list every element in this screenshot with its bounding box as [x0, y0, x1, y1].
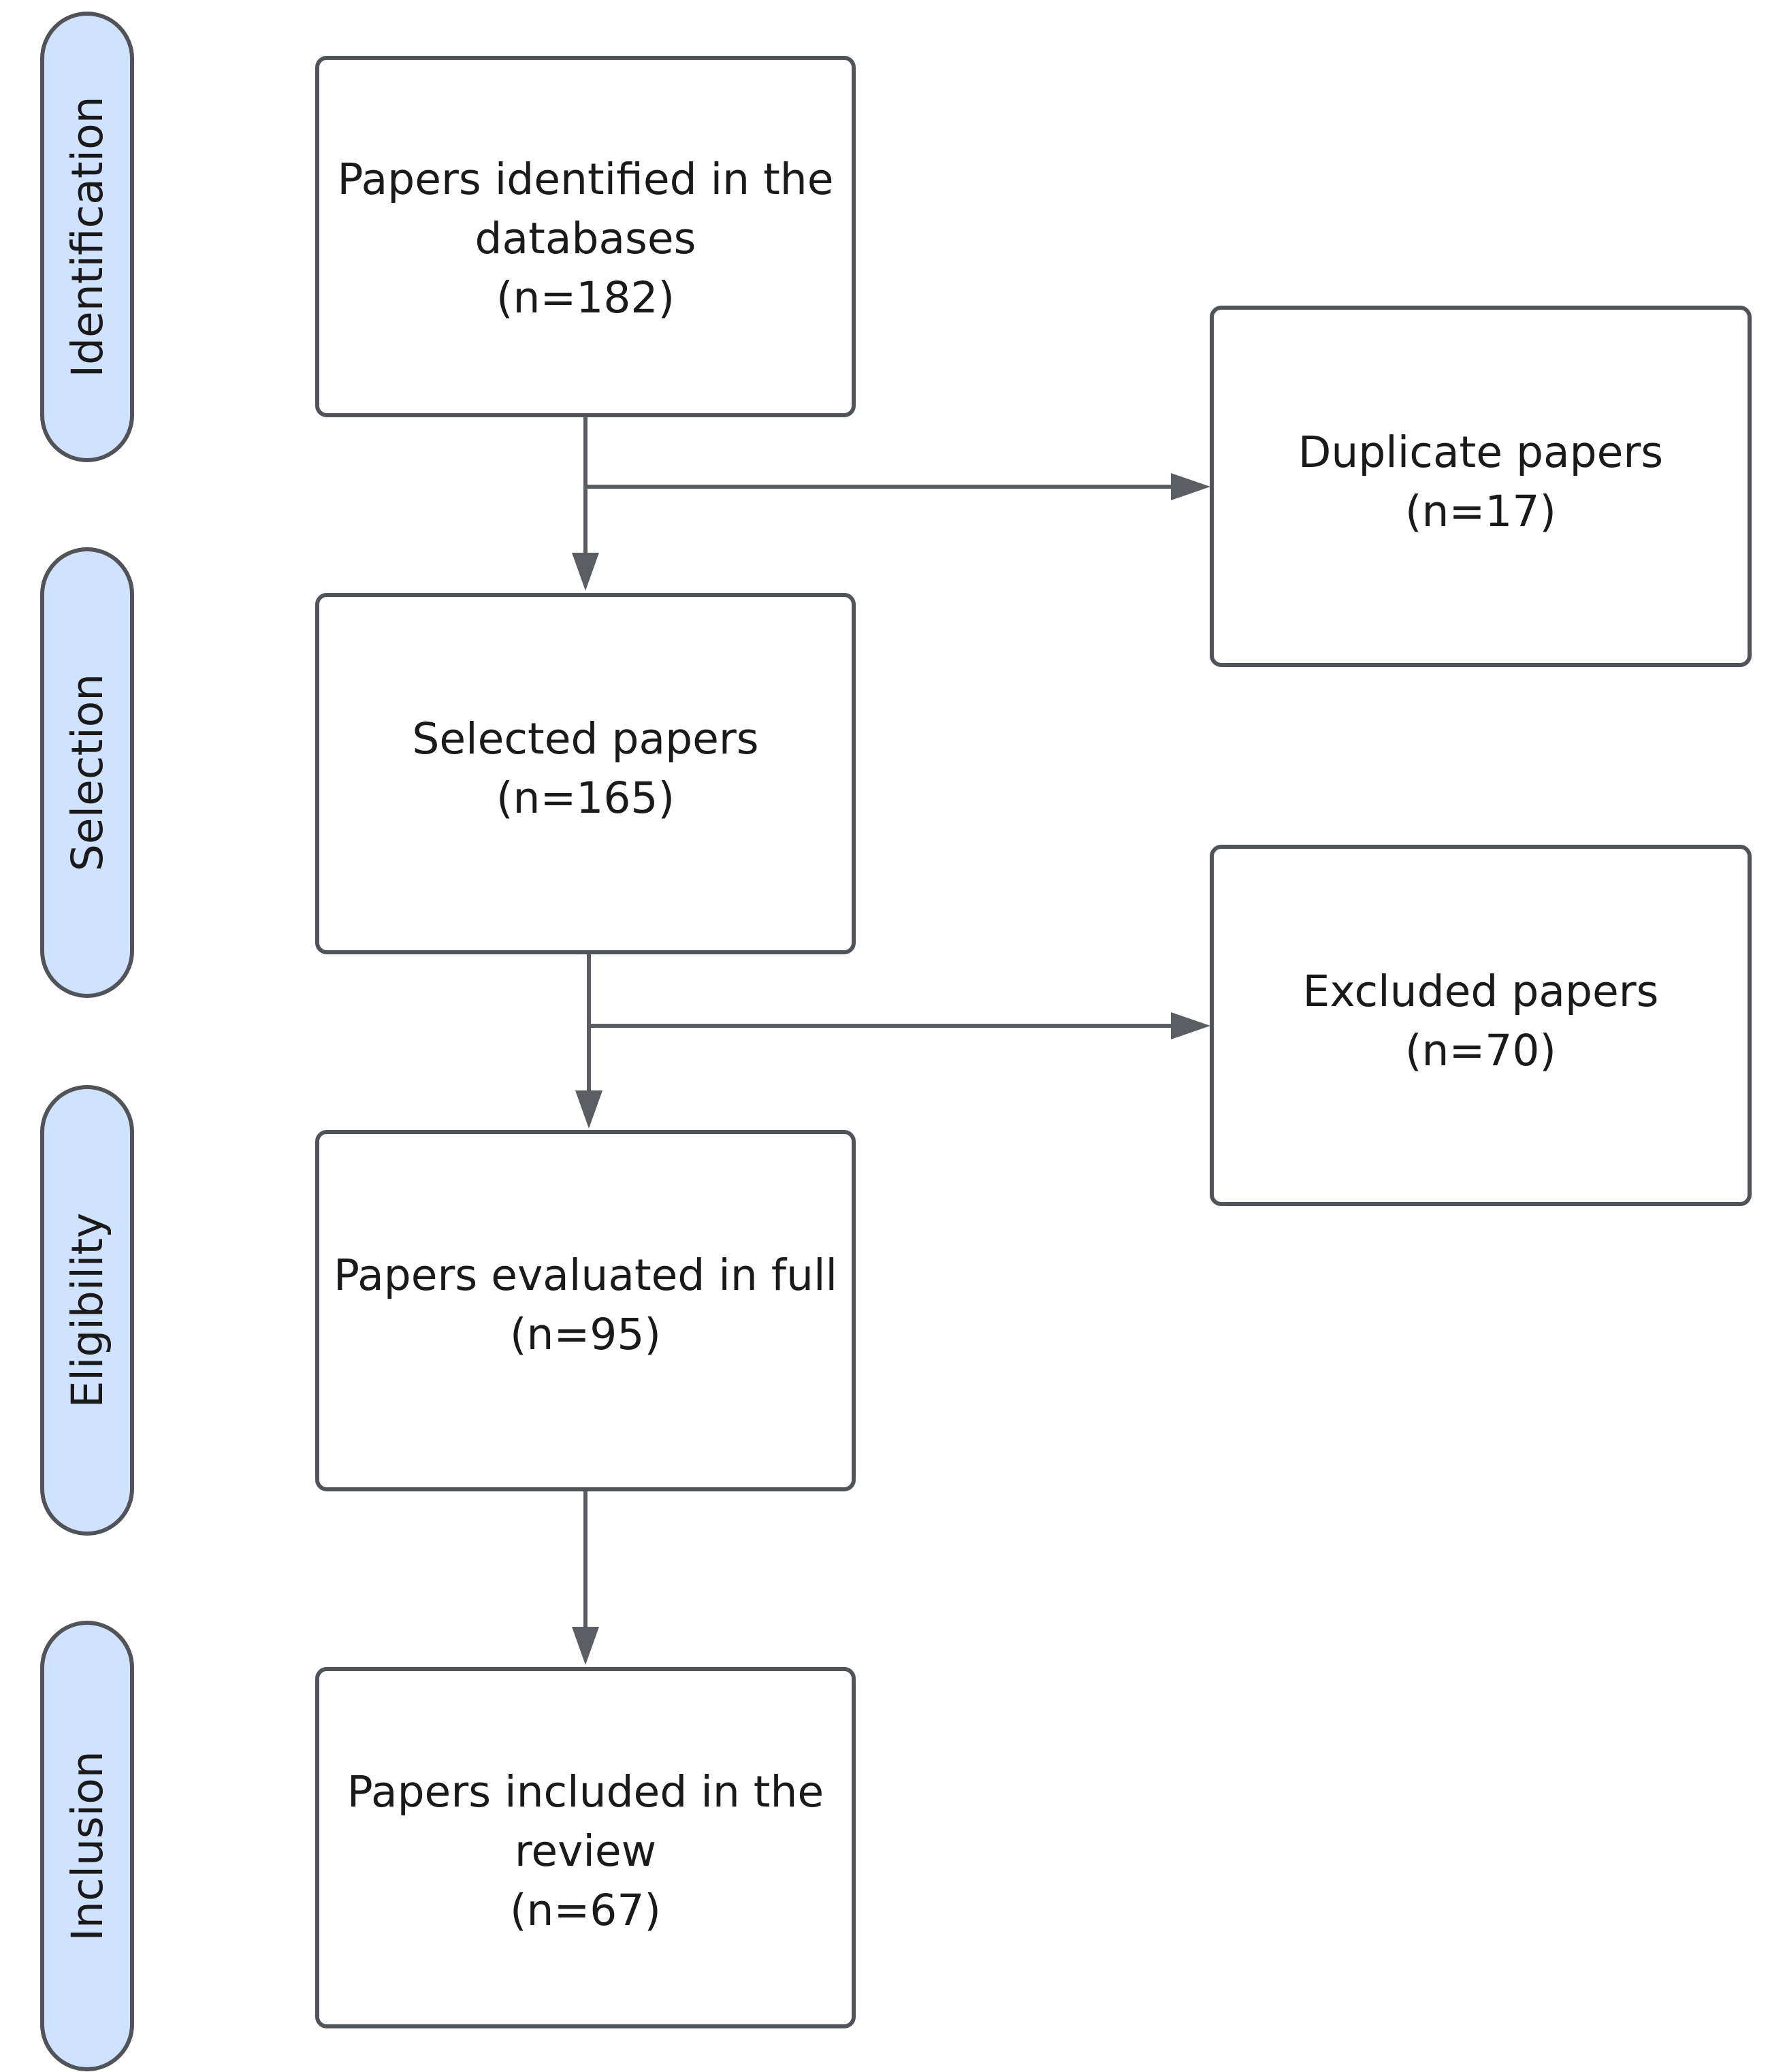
box-evaluated-line-2: (n=95) — [510, 1310, 661, 1359]
stage-eligibility: Eligibility — [40, 1085, 134, 1536]
stage-eligibility-label: Eligibility — [63, 1213, 112, 1408]
arrowhead-down — [572, 553, 599, 591]
stage-selection-label: Selection — [63, 674, 112, 871]
box-included-line-3: (n=67) — [510, 1885, 661, 1935]
stage-identification: Identification — [40, 12, 134, 462]
box-included-line-1: Papers included in the — [347, 1767, 824, 1817]
arrowhead-right — [1171, 473, 1210, 500]
box-excluded-line-1: Excluded papers — [1303, 967, 1659, 1016]
arrowhead-down — [572, 1627, 599, 1665]
box-selected-line-2: (n=165) — [496, 773, 675, 823]
stage-inclusion-label: Inclusion — [63, 1751, 112, 1941]
arrowhead-down — [575, 1090, 602, 1129]
box-duplicates: Duplicate papers (n=17) — [1210, 306, 1752, 667]
box-selected: Selected papers (n=165) — [315, 593, 856, 954]
box-excluded-line-2: (n=70) — [1405, 1026, 1556, 1075]
box-evaluated: Papers evaluated in full (n=95) — [315, 1130, 856, 1491]
stage-inclusion: Inclusion — [40, 1621, 134, 2071]
box-excluded: Excluded papers (n=70) — [1210, 845, 1752, 1206]
box-identified-line-2: databases — [475, 214, 696, 263]
box-included: Papers included in the review (n=67) — [315, 1667, 856, 2028]
box-selected-line-1: Selected papers — [412, 714, 758, 764]
box-identified: Papers identified in the databases (n=18… — [315, 56, 856, 417]
box-duplicates-line-2: (n=17) — [1405, 487, 1556, 536]
box-identified-line-3: (n=182) — [496, 273, 675, 323]
arrowhead-right — [1171, 1012, 1210, 1039]
connectors — [572, 415, 1210, 1665]
box-duplicates-line-1: Duplicate papers — [1298, 427, 1663, 477]
box-included-line-2: review — [515, 1826, 656, 1876]
stage-selection: Selection — [40, 547, 134, 998]
box-identified-line-1: Papers identified in the — [338, 155, 834, 204]
stage-identification-label: Identification — [63, 96, 112, 377]
box-evaluated-line-1: Papers evaluated in full — [334, 1250, 837, 1300]
